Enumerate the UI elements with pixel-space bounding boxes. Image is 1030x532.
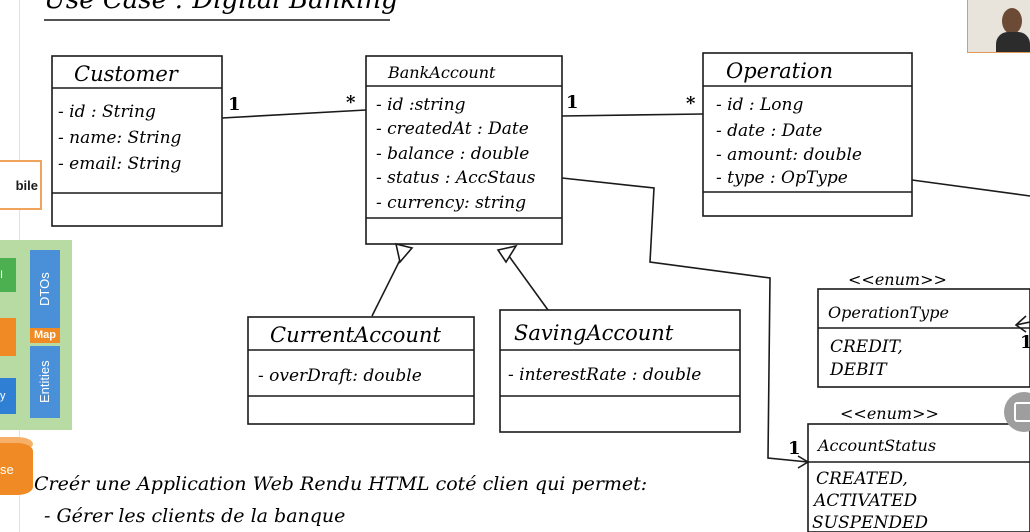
accountstatus-name: AccountStatus: [816, 436, 936, 455]
diagram-title: Use Case : Digital Banking: [44, 0, 398, 15]
operation-attr: - amount: double: [716, 145, 862, 165]
customer-class-box: [51, 55, 223, 227]
accountstatus-value: ACTIVATED: [812, 491, 918, 511]
multiplicity-label: 1: [788, 438, 801, 459]
operation-class-box: [702, 52, 913, 217]
savingaccount-attr: - interestRate : double: [508, 365, 701, 385]
customer-attr: - name: String: [58, 128, 182, 148]
repository-layer: y: [0, 378, 16, 414]
accountstatus-enum-box: [807, 423, 1030, 532]
api-layer: I: [0, 258, 16, 292]
current-inherits-line: [371, 251, 405, 317]
accountstatus-value: CREATED,: [816, 469, 908, 489]
optype-link-stub: [1015, 321, 1030, 326]
presenter-body: [996, 32, 1030, 52]
operation-attr: - date : Date: [716, 121, 822, 141]
api-label: I: [0, 269, 4, 281]
inheritance-arrow-saving: [496, 244, 518, 264]
accountstatus-stereotype: <<enum>>: [840, 404, 939, 423]
map-badge: Map: [30, 328, 60, 343]
currentaccount-attr: - overDraft: double: [258, 366, 422, 386]
bankaccount-attr: - id :string: [376, 95, 466, 115]
customer-attr: - email: String: [58, 154, 181, 174]
webcam-overlay: [967, 0, 1030, 53]
requirement-note: - Gérer les clients de la banque: [44, 505, 345, 527]
account-operation-association: [561, 113, 704, 117]
entities-layer: Entities: [30, 346, 60, 418]
mobile-client-box: bile: [0, 160, 42, 210]
operationtype-value: DEBIT: [829, 360, 888, 380]
operationtype-name: OperationType: [828, 303, 949, 322]
optype-arrowhead: [1014, 315, 1027, 333]
customer-attr: - id : String: [58, 102, 156, 122]
presenter-head: [1002, 8, 1022, 34]
bankaccount-class-name: BankAccount: [387, 63, 496, 82]
operationtype-enum-box: [817, 288, 1030, 388]
repo-label: y: [0, 390, 6, 402]
operation-class-name: Operation: [726, 59, 833, 83]
dtos-layer: DTOs: [30, 250, 60, 328]
inheritance-arrow-current: [394, 242, 414, 264]
operation-attr: - type : OpType: [716, 168, 848, 188]
customer-class-name: Customer: [74, 62, 180, 86]
customer-account-association: [221, 109, 367, 119]
bankaccount-attr: - currency: string: [376, 193, 526, 213]
savingaccount-class-box: [499, 309, 741, 433]
currentaccount-class-box: [247, 316, 475, 425]
savingaccount-class-name: SavingAccount: [514, 321, 674, 345]
service-layer: [0, 318, 16, 356]
currentaccount-class-name: CurrentAccount: [270, 323, 441, 347]
bankaccount-attr: - status : AccStaus: [376, 168, 536, 188]
multiplicity-label: 1: [1020, 332, 1030, 353]
multiplicity-label: 1: [566, 92, 579, 113]
operation-optype-association: [911, 179, 1030, 197]
operationtype-value: CREDIT,: [830, 337, 903, 357]
operation-attr: - id : Long: [716, 95, 803, 115]
operationtype-stereotype: <<enum>>: [848, 270, 947, 289]
bankaccount-attr: - balance : double: [376, 144, 529, 164]
database-icon: se: [0, 443, 33, 495]
saving-inherits-line: [505, 251, 549, 311]
account-status-association: [561, 177, 809, 463]
accountstatus-value: SUSPENDED: [812, 513, 928, 532]
status-arrowhead: [797, 455, 810, 469]
bankaccount-class-box: [365, 55, 563, 245]
mobile-label: bile: [15, 177, 38, 193]
exit-fullscreen-icon[interactable]: [1004, 392, 1030, 432]
multiplicity-label: *: [346, 92, 356, 113]
database-label: se: [0, 461, 14, 477]
multiplicity-label: 1: [228, 94, 241, 115]
requirement-note: Creér une Application Web Rendu HTML cot…: [34, 473, 647, 495]
bankaccount-attr: - createdAt : Date: [376, 119, 529, 139]
multiplicity-label: *: [686, 93, 696, 114]
